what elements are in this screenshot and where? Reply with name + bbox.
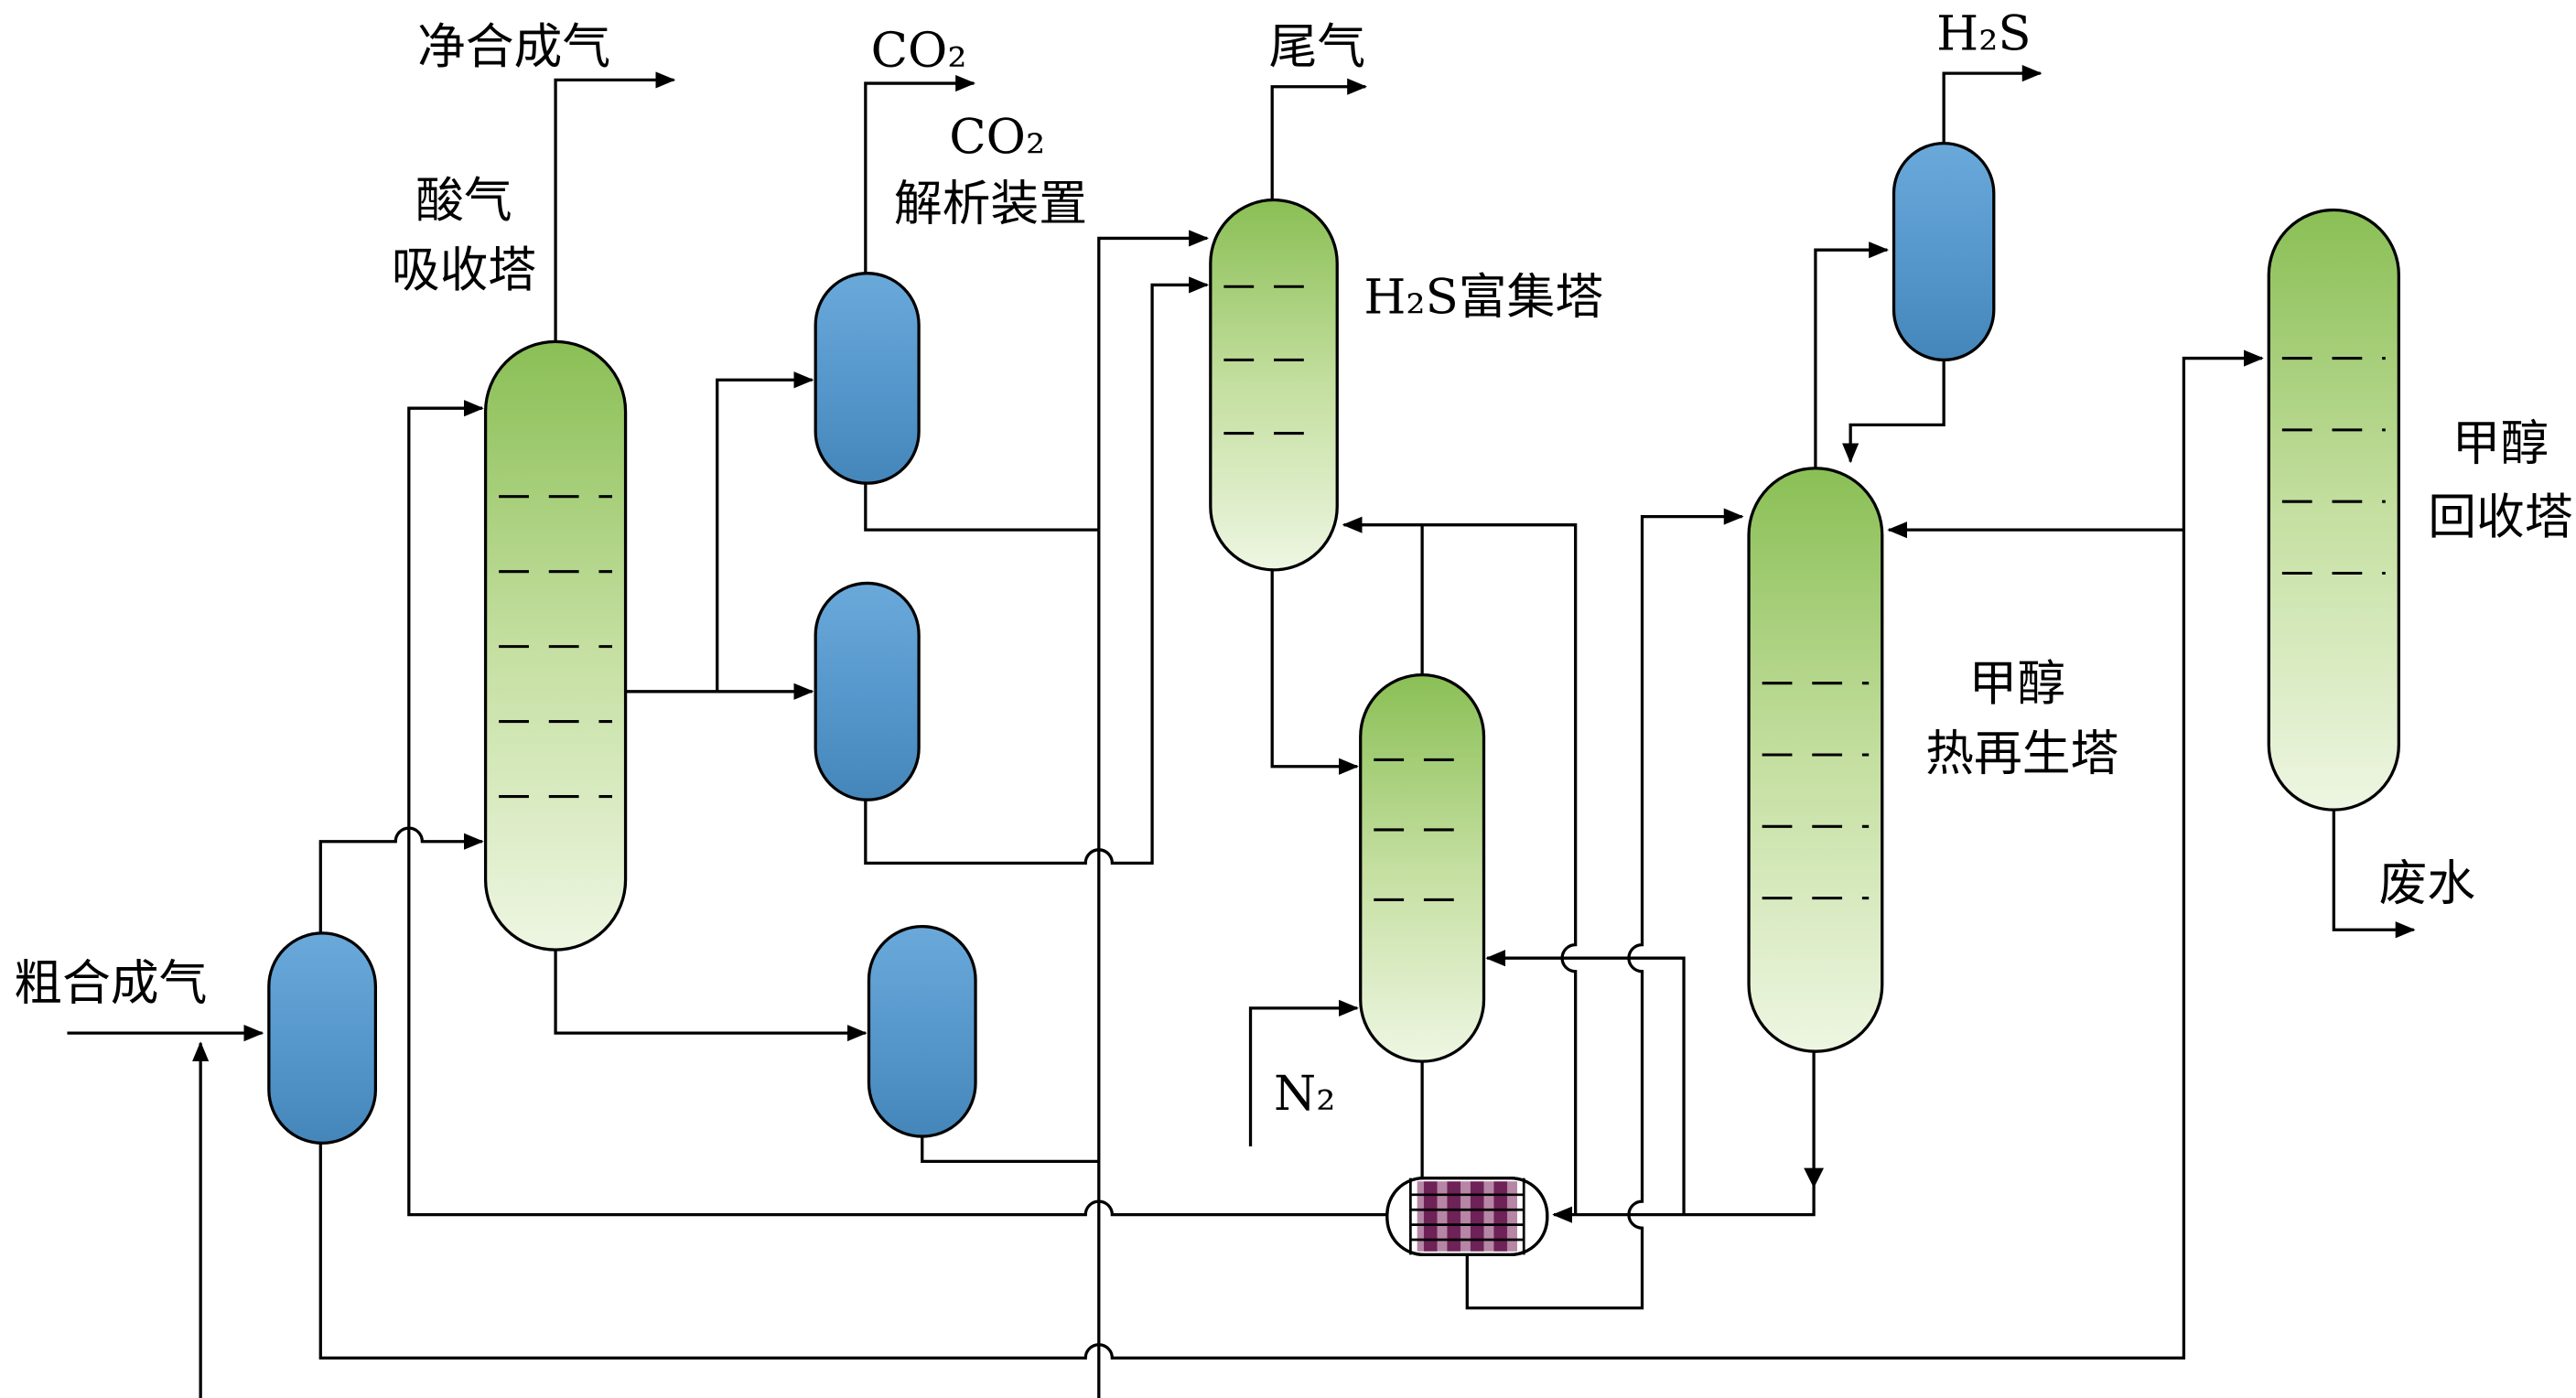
flow-arrow-down: [1804, 1167, 1825, 1188]
methanol-regeneration-column: [1747, 467, 1884, 1053]
feed-separator-drum: [267, 931, 378, 1145]
heat-exchanger-outline: [1385, 1176, 1549, 1257]
label-purified-syngas: 净合成气: [417, 19, 610, 75]
stream-to-stripper-side: [1485, 950, 1686, 1215]
label-waste-water: 废水: [2379, 855, 2476, 911]
stream-drum-to-absorber: [318, 826, 484, 933]
stream-regen-overhead: [1814, 242, 1890, 468]
methanol-recovery-column: [2267, 208, 2400, 812]
stream-purified-syngas: [554, 71, 676, 342]
stream-regen-bottoms: [1552, 1051, 1816, 1223]
label-co2-out: CO₂: [871, 23, 967, 79]
h2s-condenser-drum: [1892, 141, 1996, 362]
label-h2s-enrich-tower: H₂S富集塔: [1363, 269, 1603, 325]
stream-drumC-to-h2s-tower: [864, 276, 1209, 866]
label-absorber-line1: 酸气: [415, 173, 512, 229]
label-raw-syngas: 粗合成气: [14, 956, 207, 1012]
label-regen-line1: 甲醇: [1968, 656, 2065, 712]
labels: 净合成气 CO₂ CO₂ 解析装置 尾气 H₂S 酸气 吸收塔 H₂S富集塔 甲…: [14, 6, 2572, 1122]
stream-drumB-bottoms: [864, 483, 1099, 532]
stream-co2-out: [864, 74, 976, 274]
stream-bottom-recycle: [192, 530, 1101, 1398]
stream-h2s-tower-bottoms: [1270, 569, 1359, 775]
h2s-enrichment-column: [1209, 198, 1339, 572]
label-h2s-out: H₂S: [1936, 6, 2031, 62]
label-tail-gas: 尾气: [1269, 19, 1366, 75]
stream-exchanger-to-regen: [1465, 508, 1744, 1310]
streams: [67, 65, 2416, 1398]
stream-branch-to-drumB: [716, 371, 814, 692]
stream-waste-water: [2332, 810, 2416, 939]
label-nitrogen: N₂: [1274, 1066, 1335, 1122]
label-co2-unit-line2: 解析装置: [894, 176, 1087, 231]
label-regen-line2: 热再生塔: [1925, 726, 2118, 781]
stream-reflux-to-regen: [1842, 360, 1945, 464]
stream-drumD-bottoms: [921, 1136, 1099, 1164]
stream-h2s-out: [1942, 65, 2042, 144]
stream-tail-gas: [1270, 78, 1368, 200]
label-recovery-line1: 甲醇: [2452, 416, 2549, 472]
stream-to-recovery-column: [318, 350, 2264, 1360]
stream-absorber-to-drumD: [554, 950, 868, 1042]
label-recovery-line2: 回收塔: [2428, 489, 2572, 545]
stripping-column: [1359, 672, 1486, 1063]
stream-nitrogen-feed: [1248, 999, 1359, 1146]
flash-drum-2: [814, 581, 921, 801]
stream-lean-methanol-return: [407, 400, 1387, 1217]
vessels: [267, 141, 2400, 1257]
heat-exchanger: [1385, 1176, 1549, 1257]
flash-drum-3: [867, 924, 977, 1138]
label-co2-unit-line1: CO₂: [949, 110, 1045, 166]
flash-drum-1: [814, 272, 921, 485]
label-absorber-line2: 吸收塔: [392, 242, 536, 298]
stream-riser-to-h2s-tower: [1097, 230, 1209, 531]
